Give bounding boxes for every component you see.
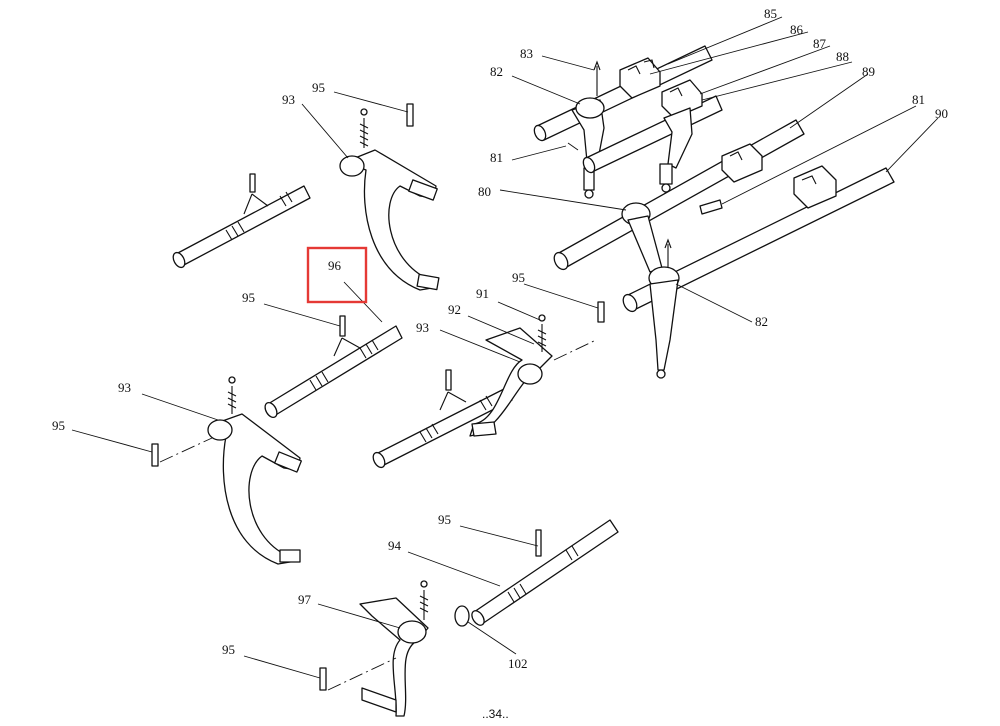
shift-fork-97: [359, 580, 429, 717]
callout-labels: 85 86 87 88 89 81 90 83 82 81 80 82 95 9…: [52, 6, 948, 671]
callout-82-lower: 82: [755, 314, 768, 329]
callout-87: 87: [813, 36, 827, 51]
callout-95-left: 95: [52, 418, 65, 433]
callout-93-center: 93: [416, 320, 429, 335]
ring-102: [454, 605, 470, 627]
callout-94: 94: [388, 538, 402, 553]
callout-95-middle: 95: [242, 290, 255, 305]
callout-89: 89: [862, 64, 875, 79]
callout-97: 97: [298, 592, 312, 607]
highlight-box-96: [306, 246, 368, 304]
callout-86: 86: [790, 22, 804, 37]
shift-block-upper: [721, 143, 763, 183]
callout-80: 80: [478, 184, 491, 199]
page-number: ..34..: [482, 707, 509, 721]
detent-shaft-96: [264, 315, 403, 419]
callout-96: 96: [328, 258, 342, 273]
rail-assembly-top-right: [533, 45, 895, 379]
callout-81-left: 81: [490, 150, 503, 165]
callout-102: 102: [508, 656, 528, 671]
shift-fork-82-upper: [571, 97, 605, 199]
callout-81-right: 81: [912, 92, 925, 107]
pin-95-upper-left: [406, 103, 414, 127]
shift-block-88: [661, 79, 703, 119]
shift-rail-90: [622, 167, 895, 313]
shift-fork-82-lower: [648, 238, 680, 379]
pin-95-middle-right: [597, 301, 605, 323]
detent-shaft-94: [471, 519, 619, 626]
callout-95-bottom-right: 95: [438, 512, 451, 527]
callout-90: 90: [935, 106, 948, 121]
callout-95-upper-left: 95: [312, 80, 325, 95]
pin-83: [593, 60, 601, 96]
callout-85: 85: [764, 6, 777, 21]
shift-block-lower: [793, 165, 837, 209]
shift-block-86: [619, 57, 661, 99]
leader-lines: [71, 16, 939, 679]
callout-88: 88: [836, 49, 849, 64]
pin-95-bottom: [319, 667, 327, 691]
callout-93-middle: 93: [118, 380, 131, 395]
callout-92: 92: [448, 302, 461, 317]
shift-fork-middle: [659, 107, 693, 193]
pin-95-middle-left: [151, 443, 159, 467]
callout-82-upper: 82: [490, 64, 503, 79]
callout-95-bottom-left: 95: [222, 642, 235, 657]
pin-81-right: [699, 199, 723, 215]
shift-fork-92: [469, 314, 553, 437]
detent-shaft-upper-left: [172, 173, 311, 269]
callout-83: 83: [520, 46, 533, 61]
callout-91: 91: [476, 286, 489, 301]
shift-fork-93-upper: [339, 108, 440, 291]
callout-95-center: 95: [512, 270, 525, 285]
callout-93-upper: 93: [282, 92, 295, 107]
shift-fork-93-middle: [207, 376, 303, 565]
